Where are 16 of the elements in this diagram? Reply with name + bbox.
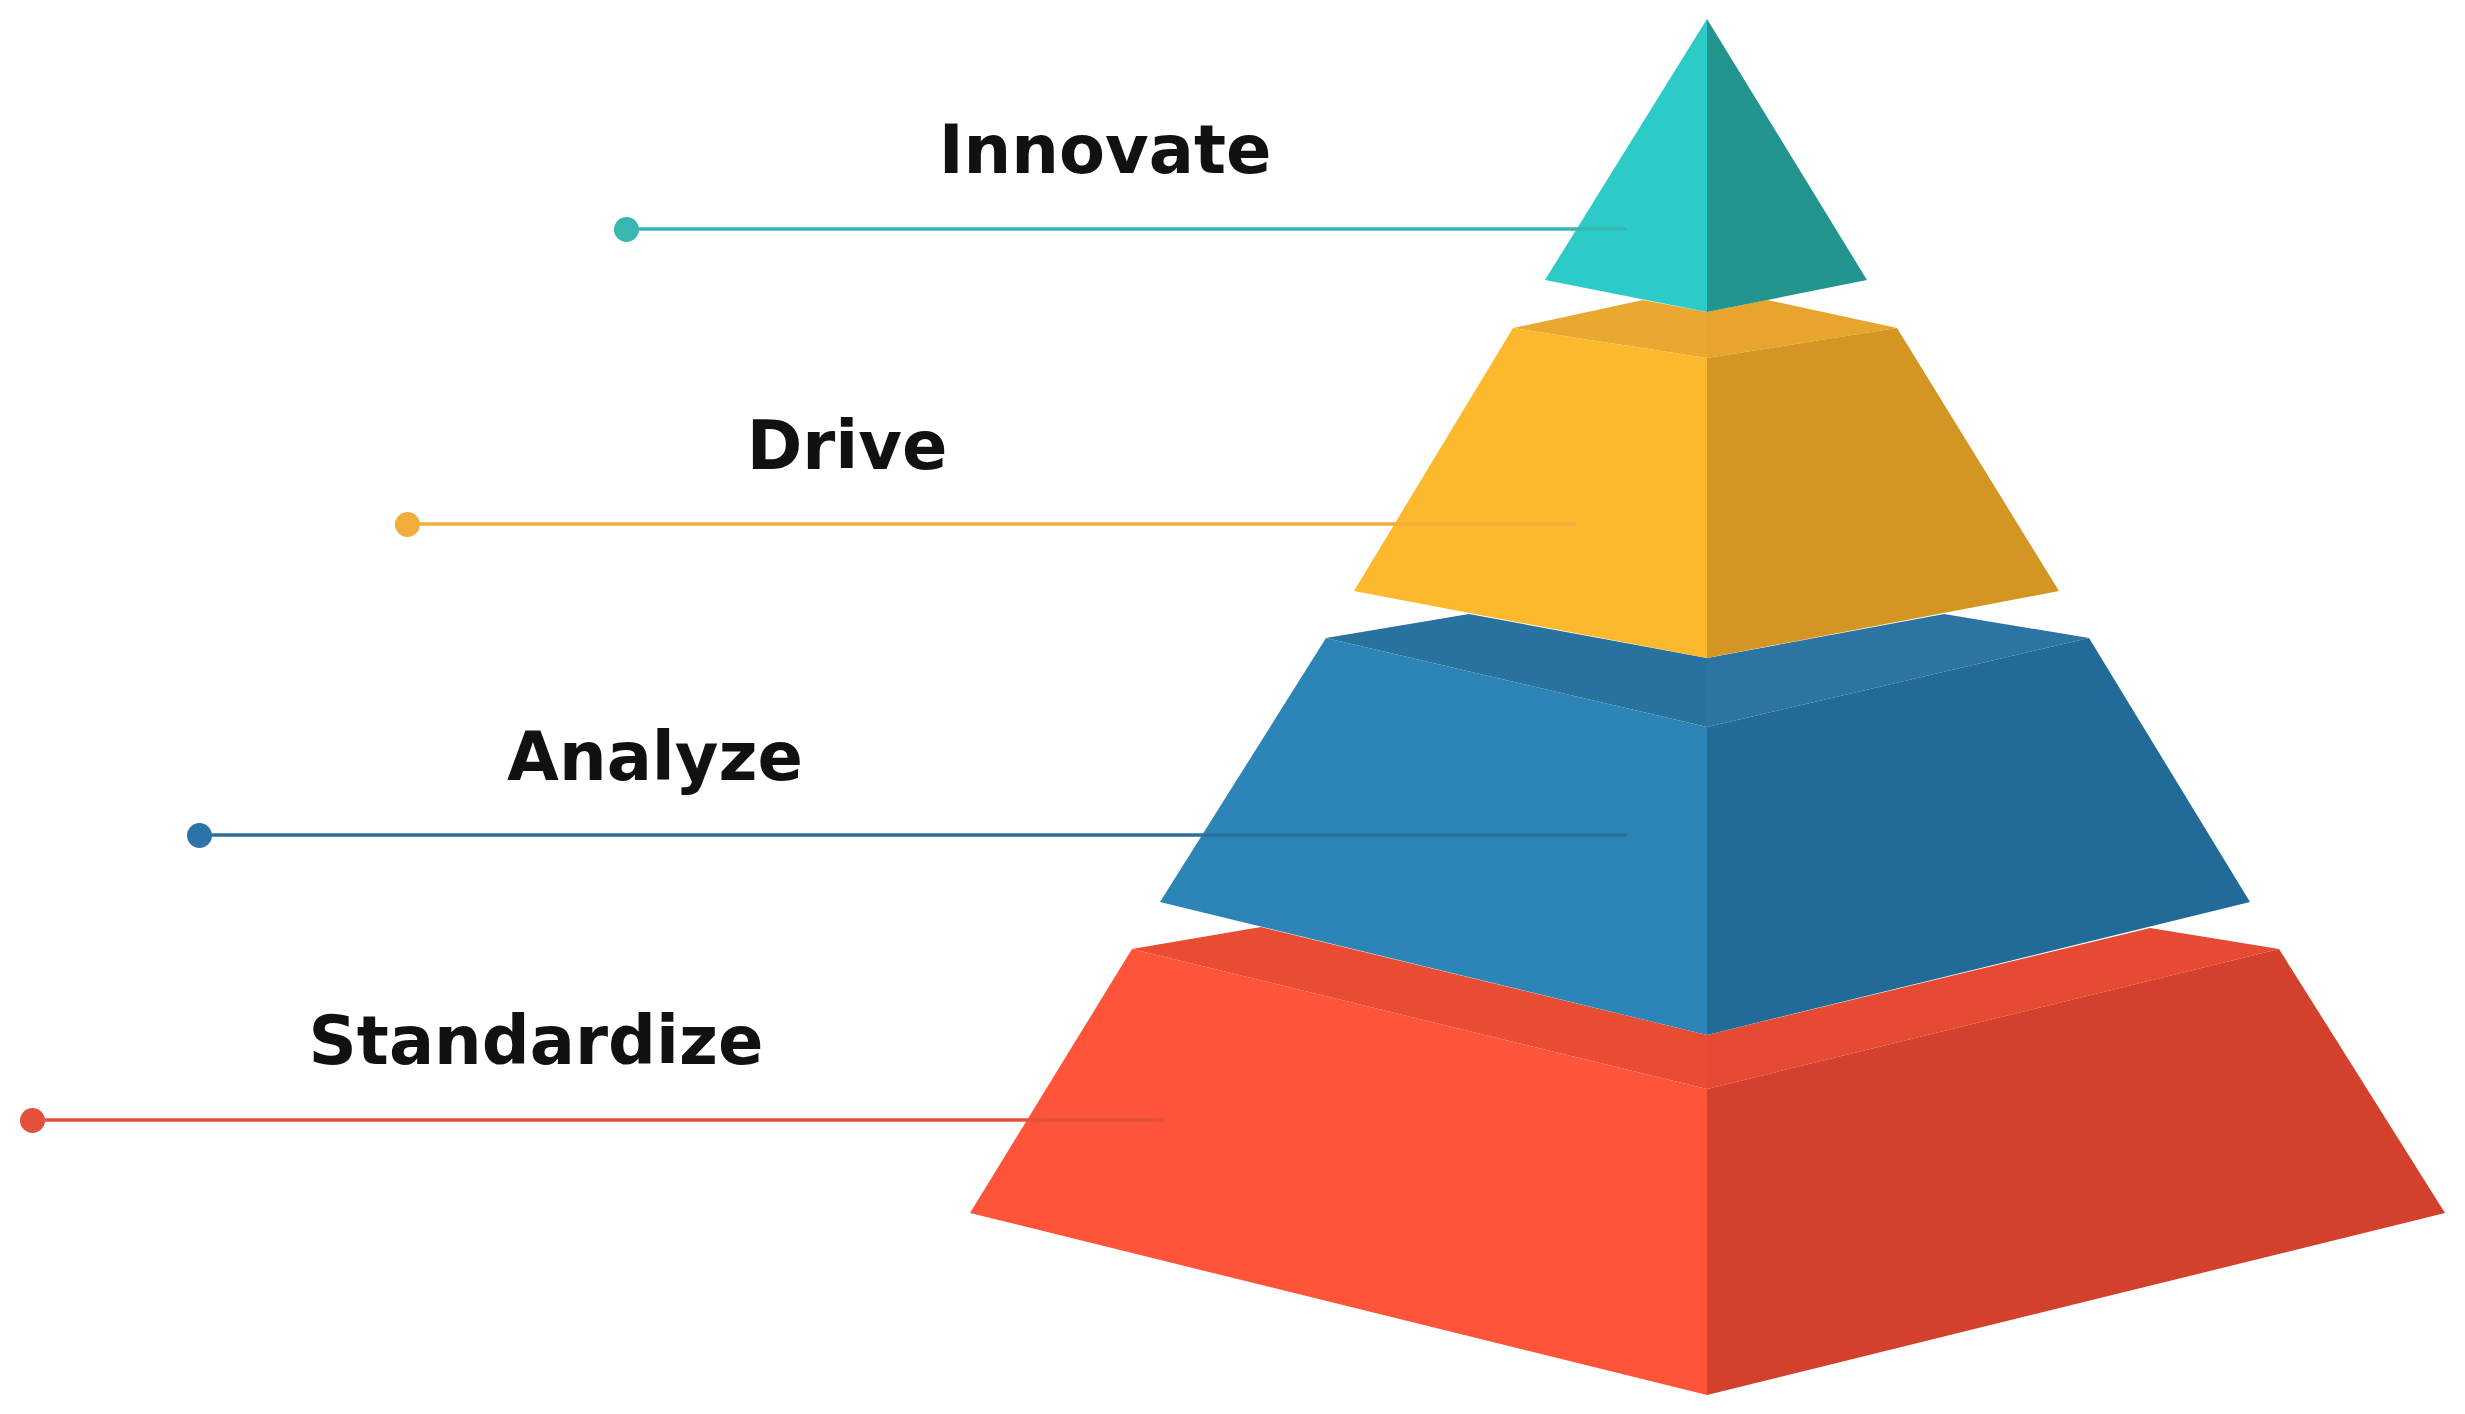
level-label: Analyze [507, 717, 803, 797]
leader-line [419, 522, 1576, 526]
pyramid-apex [1545, 19, 1867, 312]
pyramid-tier [1160, 614, 2250, 1035]
dot-icon [19, 1107, 45, 1133]
level-label: Standardize [308, 1001, 764, 1081]
dot-icon [186, 822, 212, 848]
level-label: Innovate [938, 110, 1272, 190]
dot-icon [394, 511, 420, 537]
level-label: Drive [746, 406, 948, 486]
pyramid-tier [1354, 300, 2059, 658]
leader-line [211, 833, 1627, 837]
pyramid-tier [970, 927, 2445, 1395]
leader-line [638, 227, 1626, 231]
leader-line [44, 1118, 1164, 1122]
dot-icon [613, 216, 639, 242]
